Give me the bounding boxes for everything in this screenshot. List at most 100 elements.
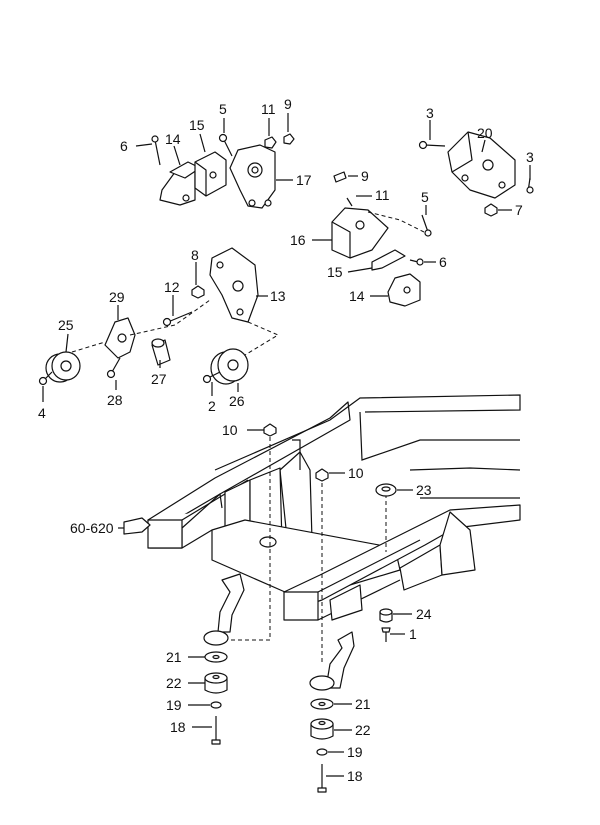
part-28-head [106,369,116,379]
callout-15: 15 [189,117,205,133]
frame-upper-line2 [359,411,520,461]
callout-7: 7 [515,202,523,218]
part-15-edge [194,161,207,196]
connect-25-29 [71,341,106,353]
callout-2: 2 [208,398,216,414]
part-1-head [381,627,391,633]
part-6-head-b [416,258,424,266]
leader-15a [199,133,206,153]
frame-left-edge2 [181,529,213,549]
body-mount-right [309,468,413,793]
leader-15b [347,267,373,273]
part-9-clip [333,171,347,183]
part-14-hole [182,194,190,202]
part-19-washer-b [316,748,328,756]
part-16-hole [355,220,365,230]
callout-24: 24 [416,606,432,622]
callout-labels: 6 14 15 5 11 9 17 3 20 3 7 9 11 5 16 6 1… [38,96,534,784]
callout-13: 13 [270,288,286,304]
connect-13-26 [244,321,280,356]
leader-20 [481,139,486,153]
callout-19: 19 [347,744,363,760]
part-13-hole [232,280,244,292]
part-3-head-a [418,140,428,150]
part-18-head-a [211,739,221,745]
callout-15: 15 [327,264,343,280]
callout-18: 18 [347,768,363,784]
part-19-washer-a [210,701,222,709]
part-21-hole-b [318,701,326,707]
mount-assembly-left [135,113,295,209]
callout-10: 10 [348,465,364,481]
callout-10: 10 [222,422,238,438]
leader-25 [65,333,69,353]
callout-18: 18 [170,719,186,735]
callout-1: 1 [409,626,417,642]
body-mount-left [188,423,277,745]
frame-right-rail-end [283,591,319,621]
part-7-nut [484,203,498,217]
frame-upper-line [214,394,521,471]
body-bracket-left [217,573,245,633]
mount-assembly-mid [312,171,436,307]
part-22-hole-b [318,720,326,726]
callout-25: 25 [58,317,74,333]
callout-4: 4 [38,405,46,421]
part-21-hole-a [212,654,220,660]
callout-5: 5 [219,101,227,117]
callout-14: 14 [349,288,365,304]
part-15-hole [209,171,217,179]
part-5-bolt [223,139,233,157]
part-8-nut [191,285,205,299]
callout-3: 3 [526,149,534,165]
callout-9: 9 [284,96,292,112]
part-25-hub [60,360,72,372]
vehicle-frame [118,394,521,621]
part-22-hole-a [212,674,220,680]
callout-21: 21 [166,649,182,665]
part-27-end [151,338,165,348]
leader-14a [173,145,181,166]
part-12-head [162,317,172,327]
callout-19: 19 [166,697,182,713]
callout-22: 22 [166,675,182,691]
part-3-bolt-a [424,144,446,147]
callout-3: 3 [426,105,434,121]
part-20-edge [451,131,473,173]
callout-28: 28 [107,392,123,408]
part-18-head-b [317,787,327,793]
callout-22: 22 [355,722,371,738]
part-17-foot-hole [248,199,256,207]
callout-12: 12 [164,279,180,295]
body-bracket-right [325,631,355,689]
part-23-hole [381,486,391,492]
part-13-hole2 [216,261,224,269]
leader-6a [135,143,153,147]
callout-26: 26 [229,393,245,409]
part-9-nut [283,133,295,145]
part-6-bolt [154,139,161,166]
part-11-stud [346,197,353,207]
callout-27: 27 [151,371,167,387]
callout-6: 6 [439,254,447,270]
callout-16: 16 [290,232,306,248]
part-5-head [218,133,228,143]
connect-29-13 [129,299,211,336]
callout-20: 20 [477,125,493,141]
part-13-hole3 [236,308,244,316]
part-6-head [151,135,159,143]
part-2-head [202,374,212,384]
frame-upper-line3 [409,467,521,471]
mount-left-centerline [222,430,271,641]
callout-23: 23 [416,482,432,498]
callout-17: 17 [296,172,312,188]
part-3-head-b [526,186,534,194]
callout-60-620: 60-620 [70,520,114,536]
connect-line-mid [367,211,425,233]
callout-5: 5 [421,189,429,205]
callout-6: 6 [120,138,128,154]
part-15-pad [371,249,406,271]
callout-9: 9 [361,168,369,184]
